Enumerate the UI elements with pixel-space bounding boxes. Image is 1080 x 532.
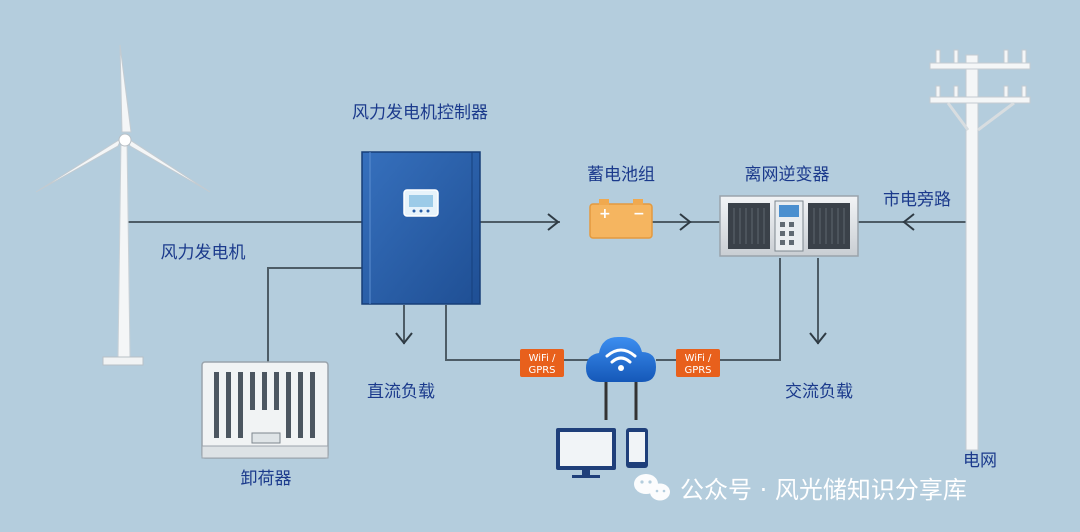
wifi-gprs-badge-right: WiFi / GPRS	[676, 349, 720, 377]
battery-minus-sign: −	[633, 206, 645, 222]
label-inverter: 离网逆变器	[745, 165, 830, 185]
badge-right-line2: GPRS	[684, 365, 711, 376]
label-controller: 风力发电机控制器	[352, 103, 488, 123]
offgrid-inverter-icon	[719, 195, 859, 257]
watermark: 公众号 · 风光储知识分享库	[634, 474, 967, 504]
dump-load-icon	[201, 361, 329, 459]
label-grid: 电网	[963, 451, 997, 471]
arrow-to-inverter	[679, 213, 692, 231]
watermark-text: 公众号 · 风光储知识分享库	[680, 476, 967, 504]
label-ac-load: 交流负载	[785, 382, 853, 402]
arrow-to-battery	[547, 213, 560, 231]
label-dump-load: 卸荷器	[241, 469, 292, 489]
label-bypass: 市电旁路	[883, 190, 951, 210]
wechat-icon	[634, 474, 670, 501]
badge-right-line1: WiFi /	[685, 353, 712, 364]
utility-pole-icon	[929, 49, 1031, 451]
wire-dump-load	[267, 267, 362, 362]
label-dc-load: 直流负载	[367, 382, 435, 402]
phone-icon	[626, 428, 648, 468]
arrows	[395, 213, 915, 345]
badge-left-line1: WiFi /	[529, 353, 556, 364]
label-turbine: 风力发电机	[161, 243, 246, 263]
badge-left-line2: GPRS	[528, 365, 555, 376]
wire-controller-wifi	[445, 305, 522, 361]
arrow-from-grid	[902, 213, 915, 231]
battery-icon: + −	[589, 199, 653, 239]
wires	[124, 221, 970, 420]
wind-controller-icon	[361, 151, 481, 305]
wifi-cloud-icon	[586, 336, 656, 382]
wire-wifi-inverter	[716, 258, 781, 361]
monitor-icon	[556, 428, 616, 478]
wifi-gprs-badge-left: WiFi / GPRS	[520, 349, 564, 377]
arrow-ac-load	[809, 332, 827, 345]
battery-plus-sign: +	[599, 206, 611, 222]
label-battery: 蓄电池组	[587, 165, 655, 185]
wind-turbine-icon	[35, 44, 211, 366]
arrow-dc-load	[395, 332, 413, 345]
